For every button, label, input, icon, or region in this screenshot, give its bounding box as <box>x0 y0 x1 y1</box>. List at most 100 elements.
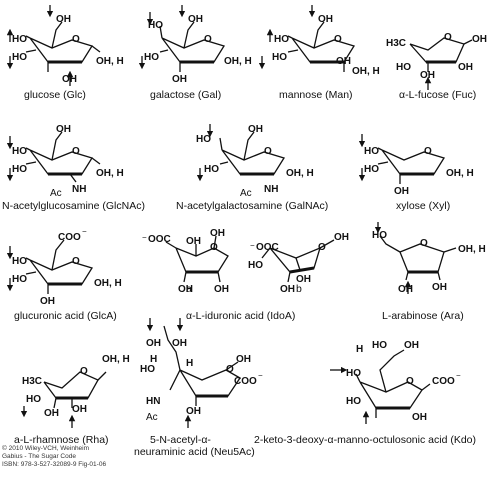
kdo-coo: COO <box>432 376 455 387</box>
kdo-structure <box>330 349 431 424</box>
label-rhamnose: a-L-rhamnose (Rha) <box>14 434 109 446</box>
idoa-a-structure <box>165 235 229 283</box>
label-idoa: α-L-iduronic acid (IdoA) <box>186 310 296 322</box>
idoa-b-minus: − <box>250 241 255 250</box>
idoa-a-oh1: OH <box>210 228 225 239</box>
label-fucose: α-L-fucose (Fuc) <box>399 89 477 101</box>
xylose-structure <box>358 134 446 184</box>
galnac-ac: Ac <box>240 188 252 199</box>
label-galnac: N-acetylgalactosamine (GalNAc) <box>176 200 329 212</box>
copyright-line-3: ISBN: 978-3-527-32089-9 Fig-01-06 <box>2 461 107 468</box>
label-xylose: xylose (Xyl) <box>396 200 451 212</box>
ara-oh3: OH <box>398 284 413 295</box>
glc-ho3: HO <box>12 52 27 63</box>
rha-oh3: OH <box>44 408 59 419</box>
rha-oh1: OH, H <box>102 354 130 365</box>
neu-oh8: OH <box>172 338 187 349</box>
idoa-a-o: O <box>210 242 218 253</box>
man-oh6: OH <box>318 14 333 25</box>
fuc-oh2: OH <box>420 70 435 81</box>
fuc-oh1: OH <box>472 34 487 45</box>
copyright-line-1: © 2010 Wiley-VCH, Weinheim <box>2 445 90 452</box>
label-kdo: 2-keto-3-deoxy-α-manno-octulosonic acid … <box>254 434 477 446</box>
neu-ac: Ac <box>146 412 158 423</box>
gal-o: O <box>204 34 212 45</box>
label-galactose: galactose (Gal) <box>150 89 222 101</box>
rha-h3c: H3C <box>22 376 42 387</box>
group-labels: OH HO HO O OH OH, H OH HO HO O OH OH, H … <box>12 14 487 423</box>
rha-o: O <box>80 366 88 377</box>
kdo-o: O <box>406 376 414 387</box>
idoa-a-oh3: OH <box>178 284 193 295</box>
kdo-h7: H <box>356 344 363 355</box>
kdo-ho4: HO <box>346 396 361 407</box>
label-glucose: glucose (Glc) <box>24 89 86 101</box>
rha-ho4: HO <box>26 394 41 405</box>
gal-oh6: OH <box>188 14 203 25</box>
xyl-o: O <box>424 146 432 157</box>
xyl-oh2: OH <box>394 186 409 197</box>
neu-minus: − <box>258 371 263 380</box>
glca-structure <box>6 239 94 294</box>
galactose-structure <box>138 5 226 72</box>
glc-oh6: OH <box>56 14 71 25</box>
mannose-structure <box>258 5 356 72</box>
idoa-b-oh1: OH <box>334 232 349 243</box>
rhamnose-structure <box>20 371 107 428</box>
label-sub-a: a <box>186 283 192 295</box>
ara-oh1: OH, H <box>458 244 486 255</box>
neu5ac-structure <box>146 318 241 428</box>
glcnac-ac: Ac <box>50 188 62 199</box>
fuc-ho: HO <box>396 62 411 73</box>
galnac-oh1: OH, H <box>286 168 314 179</box>
idoa-b-o: O <box>318 242 326 253</box>
xyl-ho3: HO <box>364 164 379 175</box>
neu-h7: H <box>186 358 193 369</box>
idoa-a-ooc: OOC <box>148 234 171 245</box>
label-neu5ac-2: neuraminic acid (Neu5Ac) <box>134 446 255 458</box>
idoa-a-oh2: OH <box>214 284 229 295</box>
idoa-b-oh2: OH <box>280 284 295 295</box>
glcnac-nh: NH <box>72 184 86 195</box>
glc-o: O <box>72 34 80 45</box>
gal-ho4: HO <box>148 20 163 31</box>
fuc-h3c: H3C <box>386 38 406 49</box>
idoa-b-structure <box>261 239 335 283</box>
gal-oh1: OH, H <box>224 56 252 67</box>
kdo-oh2: OH <box>412 412 427 423</box>
copyright-line-2: Gabius - The Sugar Code <box>2 453 76 460</box>
neu-ho7: HO <box>140 364 155 375</box>
neu-oh4: OH <box>186 406 201 417</box>
neu-o: O <box>226 364 234 375</box>
arabinose-structure <box>374 222 457 294</box>
idoa-a-minus: − <box>142 233 147 242</box>
gal-ho3: HO <box>144 52 159 63</box>
man-o: O <box>334 34 342 45</box>
glcnac-structure <box>6 131 101 183</box>
ara-o: O <box>420 238 428 249</box>
galnac-nh: NH <box>264 184 278 195</box>
glca-oh2: OH <box>40 296 55 307</box>
neu-oh9: OH <box>146 338 161 349</box>
rha-oh2: OH <box>72 404 87 415</box>
neu-oh2: OH <box>236 354 251 365</box>
idoa-b-oh3: OH <box>296 274 311 285</box>
kdo-ho5: HO <box>346 368 361 379</box>
man-ho3: HO <box>272 52 287 63</box>
glcnac-ho4: HO <box>12 146 27 157</box>
galnac-ho4: HO <box>196 134 211 145</box>
ara-ho5: HO <box>372 230 387 241</box>
glcnac-oh1: OH, H <box>96 168 124 179</box>
label-sub-b: b <box>296 283 302 295</box>
kdo-minus: − <box>456 371 461 380</box>
label-neu5ac-1: 5-N-acetyl-α- <box>150 434 211 446</box>
label-glcnac: N-acetylglucosamine (GlcNAc) <box>2 200 145 212</box>
galnac-structure <box>196 124 286 182</box>
label-mannose: mannose (Man) <box>279 89 353 101</box>
xyl-ho4: HO <box>364 146 379 157</box>
fucose-structure <box>409 37 473 90</box>
neu-hn: HN <box>146 396 160 407</box>
glcnac-ho3: HO <box>12 164 27 175</box>
